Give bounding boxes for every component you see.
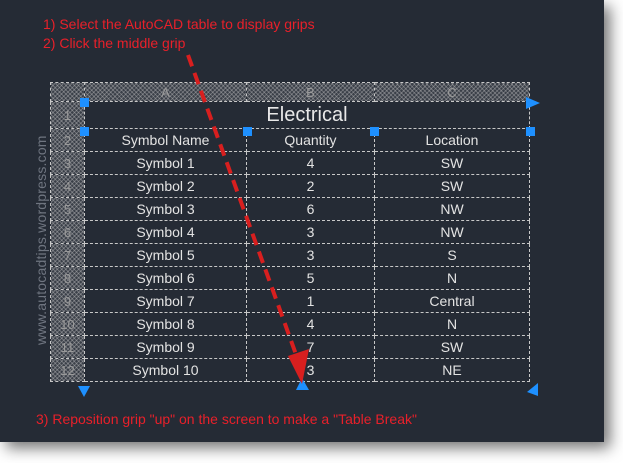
autocad-drawing-area[interactable]: 1) Select the AutoCAD table to display g… — [0, 0, 604, 442]
row-number[interactable]: 5 — [50, 197, 85, 221]
overlay-layer — [78, 54, 540, 397]
table-row: 6 Symbol 4 3 NW — [50, 220, 530, 244]
table-row: 4 Symbol 2 2 SW — [50, 174, 530, 198]
table-width-grip-icon[interactable] — [526, 97, 540, 109]
cell-symbol[interactable]: Symbol 9 — [84, 335, 247, 359]
column-grip[interactable] — [243, 127, 252, 136]
instruction-step-2: 2) Click the middle grip — [43, 35, 186, 51]
instruction-step-3: 3) Reposition grip "up" on the screen to… — [36, 411, 417, 427]
cell-symbol[interactable]: Symbol 5 — [84, 243, 247, 267]
column-grip[interactable] — [80, 127, 89, 136]
row-number[interactable]: 3 — [50, 151, 85, 175]
cell-location[interactable]: NE — [374, 358, 530, 382]
table-break-grip-icon[interactable] — [296, 378, 309, 390]
cell-quantity[interactable]: 5 — [246, 266, 375, 290]
table-title[interactable]: Electrical — [84, 101, 530, 129]
row-number[interactable]: 8 — [50, 266, 85, 290]
arrow-head-icon — [288, 349, 309, 384]
corner-cell[interactable] — [50, 82, 85, 102]
cell-location[interactable]: SW — [374, 335, 530, 359]
cell-symbol[interactable]: Symbol 2 — [84, 174, 247, 198]
cell-location[interactable]: N — [374, 312, 530, 336]
column-letter[interactable]: A — [84, 82, 247, 102]
row-number[interactable]: 9 — [50, 289, 85, 313]
cell-symbol[interactable]: Symbol 4 — [84, 220, 247, 244]
column-grip[interactable] — [370, 127, 379, 136]
cell-quantity[interactable]: 7 — [246, 335, 375, 359]
cell-location[interactable]: NW — [374, 220, 530, 244]
column-letter[interactable]: B — [246, 82, 375, 102]
row-number[interactable]: 12 — [50, 358, 85, 382]
cell-location[interactable]: SW — [374, 174, 530, 198]
table-row: 11 Symbol 9 7 SW — [50, 335, 530, 359]
header-cell[interactable]: Location — [374, 128, 530, 152]
row-number[interactable]: 7 — [50, 243, 85, 267]
table-row: 12 Symbol 10 3 NE — [50, 358, 530, 382]
table-row: 5 Symbol 3 6 NW — [50, 197, 530, 221]
cell-quantity[interactable]: 3 — [246, 220, 375, 244]
column-grip[interactable] — [526, 127, 535, 136]
cell-location[interactable]: NW — [374, 197, 530, 221]
row-number[interactable]: 2 — [50, 128, 85, 152]
row-number[interactable]: 4 — [50, 174, 85, 198]
table-row: 10 Symbol 8 4 N — [50, 312, 530, 336]
cell-symbol[interactable]: Symbol 3 — [84, 197, 247, 221]
header-cell[interactable]: Quantity — [246, 128, 375, 152]
instruction-arrow-line — [186, 54, 300, 361]
cell-location[interactable]: Central — [374, 289, 530, 313]
column-letter-row: A B C — [50, 82, 530, 102]
table-row: 3 Symbol 1 4 SW — [50, 151, 530, 175]
title-row: 1 Electrical — [50, 101, 530, 129]
table-height-grip-icon[interactable] — [78, 386, 90, 397]
row-number[interactable]: 6 — [50, 220, 85, 244]
table-stretch-grip-icon[interactable] — [527, 383, 538, 396]
table-insertion-grip[interactable] — [80, 98, 89, 107]
autocad-table[interactable]: A B C 1 Electrical 2 Symbol Name Quantit… — [50, 82, 530, 382]
instruction-step-1: 1) Select the AutoCAD table to display g… — [43, 16, 315, 32]
